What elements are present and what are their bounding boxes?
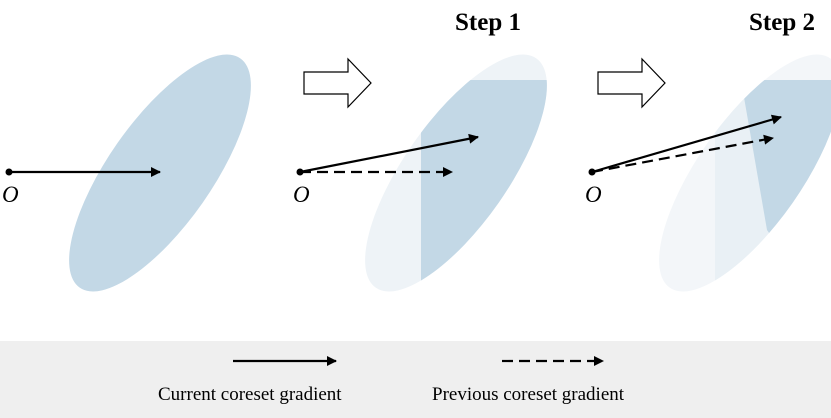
origin-label: O	[585, 182, 602, 207]
panel-step2: Step 2 O	[585, 9, 831, 292]
legend: Current coreset gradient Previous corese…	[0, 341, 831, 418]
kept-region-ellipse	[421, 80, 547, 292]
step1-title: Step 1	[455, 9, 521, 36]
previous-gradient-arrow	[591, 134, 774, 174]
origin-label: O	[293, 182, 310, 207]
panel-initial: O	[2, 54, 251, 292]
legend-previous-label: Previous coreset gradient	[432, 384, 625, 405]
origin-label: O	[2, 182, 19, 207]
step2-title: Step 2	[749, 9, 815, 36]
current-gradient-arrow	[591, 114, 782, 174]
transition-arrow-1	[303, 57, 372, 109]
hollow-right-arrow-icon	[303, 57, 372, 109]
legend-current-label: Current coreset gradient	[158, 384, 342, 405]
panel-step1: Step 1 O	[293, 9, 547, 292]
transition-arrow-2	[597, 57, 666, 109]
current-gradient-arrow	[299, 133, 479, 174]
legend-background	[0, 341, 831, 418]
hollow-right-arrow-icon	[597, 57, 666, 109]
